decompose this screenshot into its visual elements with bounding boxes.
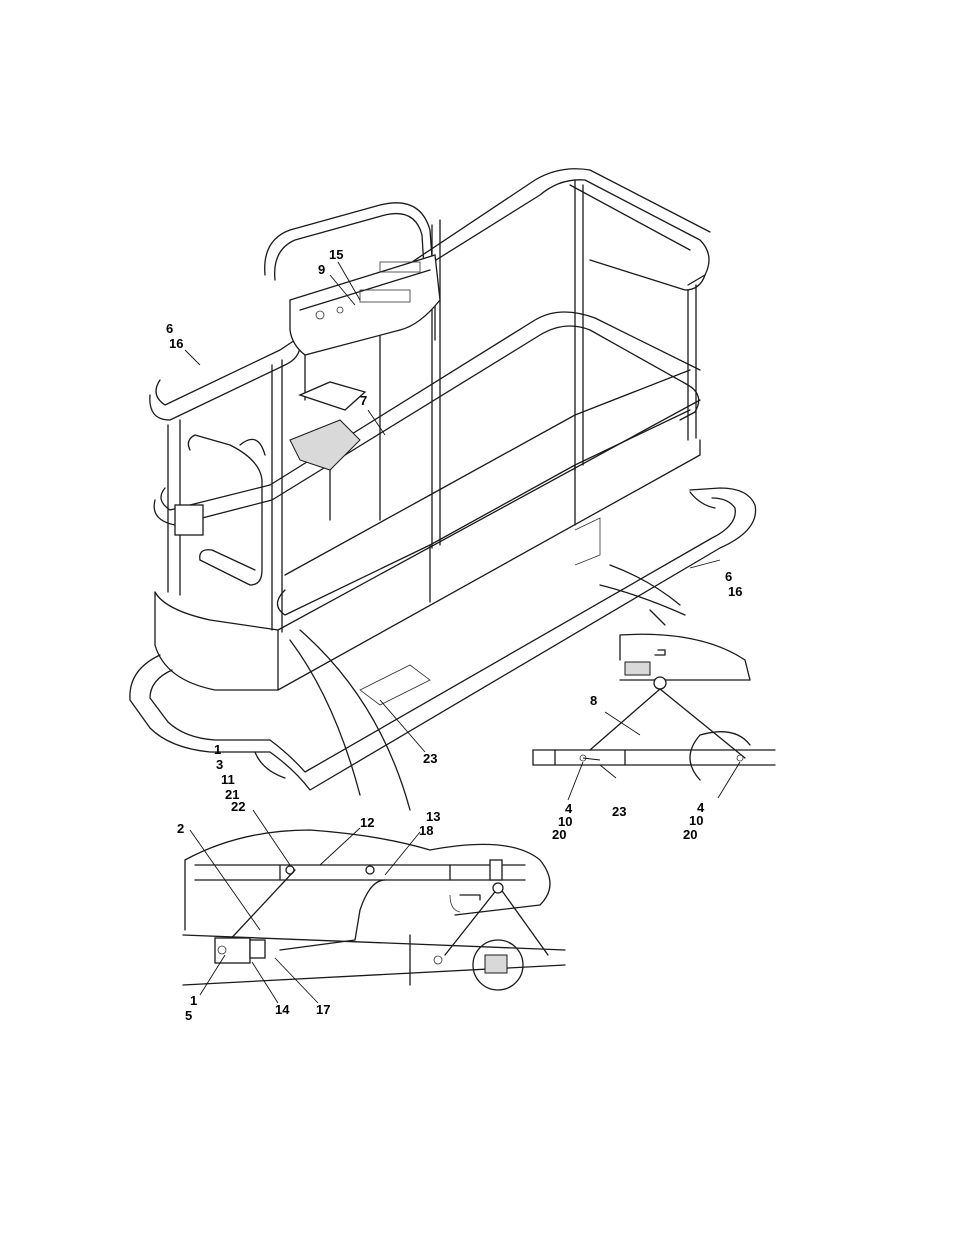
callout-20-right: 20 (683, 828, 697, 841)
callout-2: 2 (177, 822, 184, 835)
callout-11: 11 (221, 773, 235, 786)
floor-bumper-rail (130, 488, 756, 790)
callout-7: 7 (360, 394, 367, 407)
callout-23-platform: 23 (423, 752, 437, 765)
callout-14: 14 (275, 1003, 289, 1016)
mid-rail (154, 312, 700, 615)
detail-cable-routing (183, 830, 565, 990)
posts (168, 180, 696, 632)
callout-16-upper-left: 16 (169, 337, 183, 350)
callout-10-right: 10 (689, 814, 703, 827)
callout-16-right: 16 (728, 585, 742, 598)
callout-5: 5 (185, 1009, 192, 1022)
callout-13: 13 (426, 810, 440, 823)
callout-20-left: 20 (552, 828, 566, 841)
callout-1-upper: 1 (214, 743, 221, 756)
explode-bands (290, 630, 410, 810)
entry-gate (175, 435, 265, 585)
callout-6-right: 6 (725, 570, 732, 583)
callout-12: 12 (360, 816, 374, 829)
callout-6-upper-left: 6 (166, 322, 173, 335)
callout-23-detail: 23 (612, 805, 626, 818)
callout-1-lower: 1 (190, 994, 197, 1007)
platform-base (155, 400, 700, 705)
callout-17: 17 (316, 1003, 330, 1016)
callout-9: 9 (318, 263, 325, 276)
callout-3: 3 (216, 758, 223, 771)
callout-8: 8 (590, 694, 597, 707)
callout-15: 15 (329, 248, 343, 261)
callout-22: 22 (231, 800, 245, 813)
callout-18: 18 (419, 824, 433, 837)
